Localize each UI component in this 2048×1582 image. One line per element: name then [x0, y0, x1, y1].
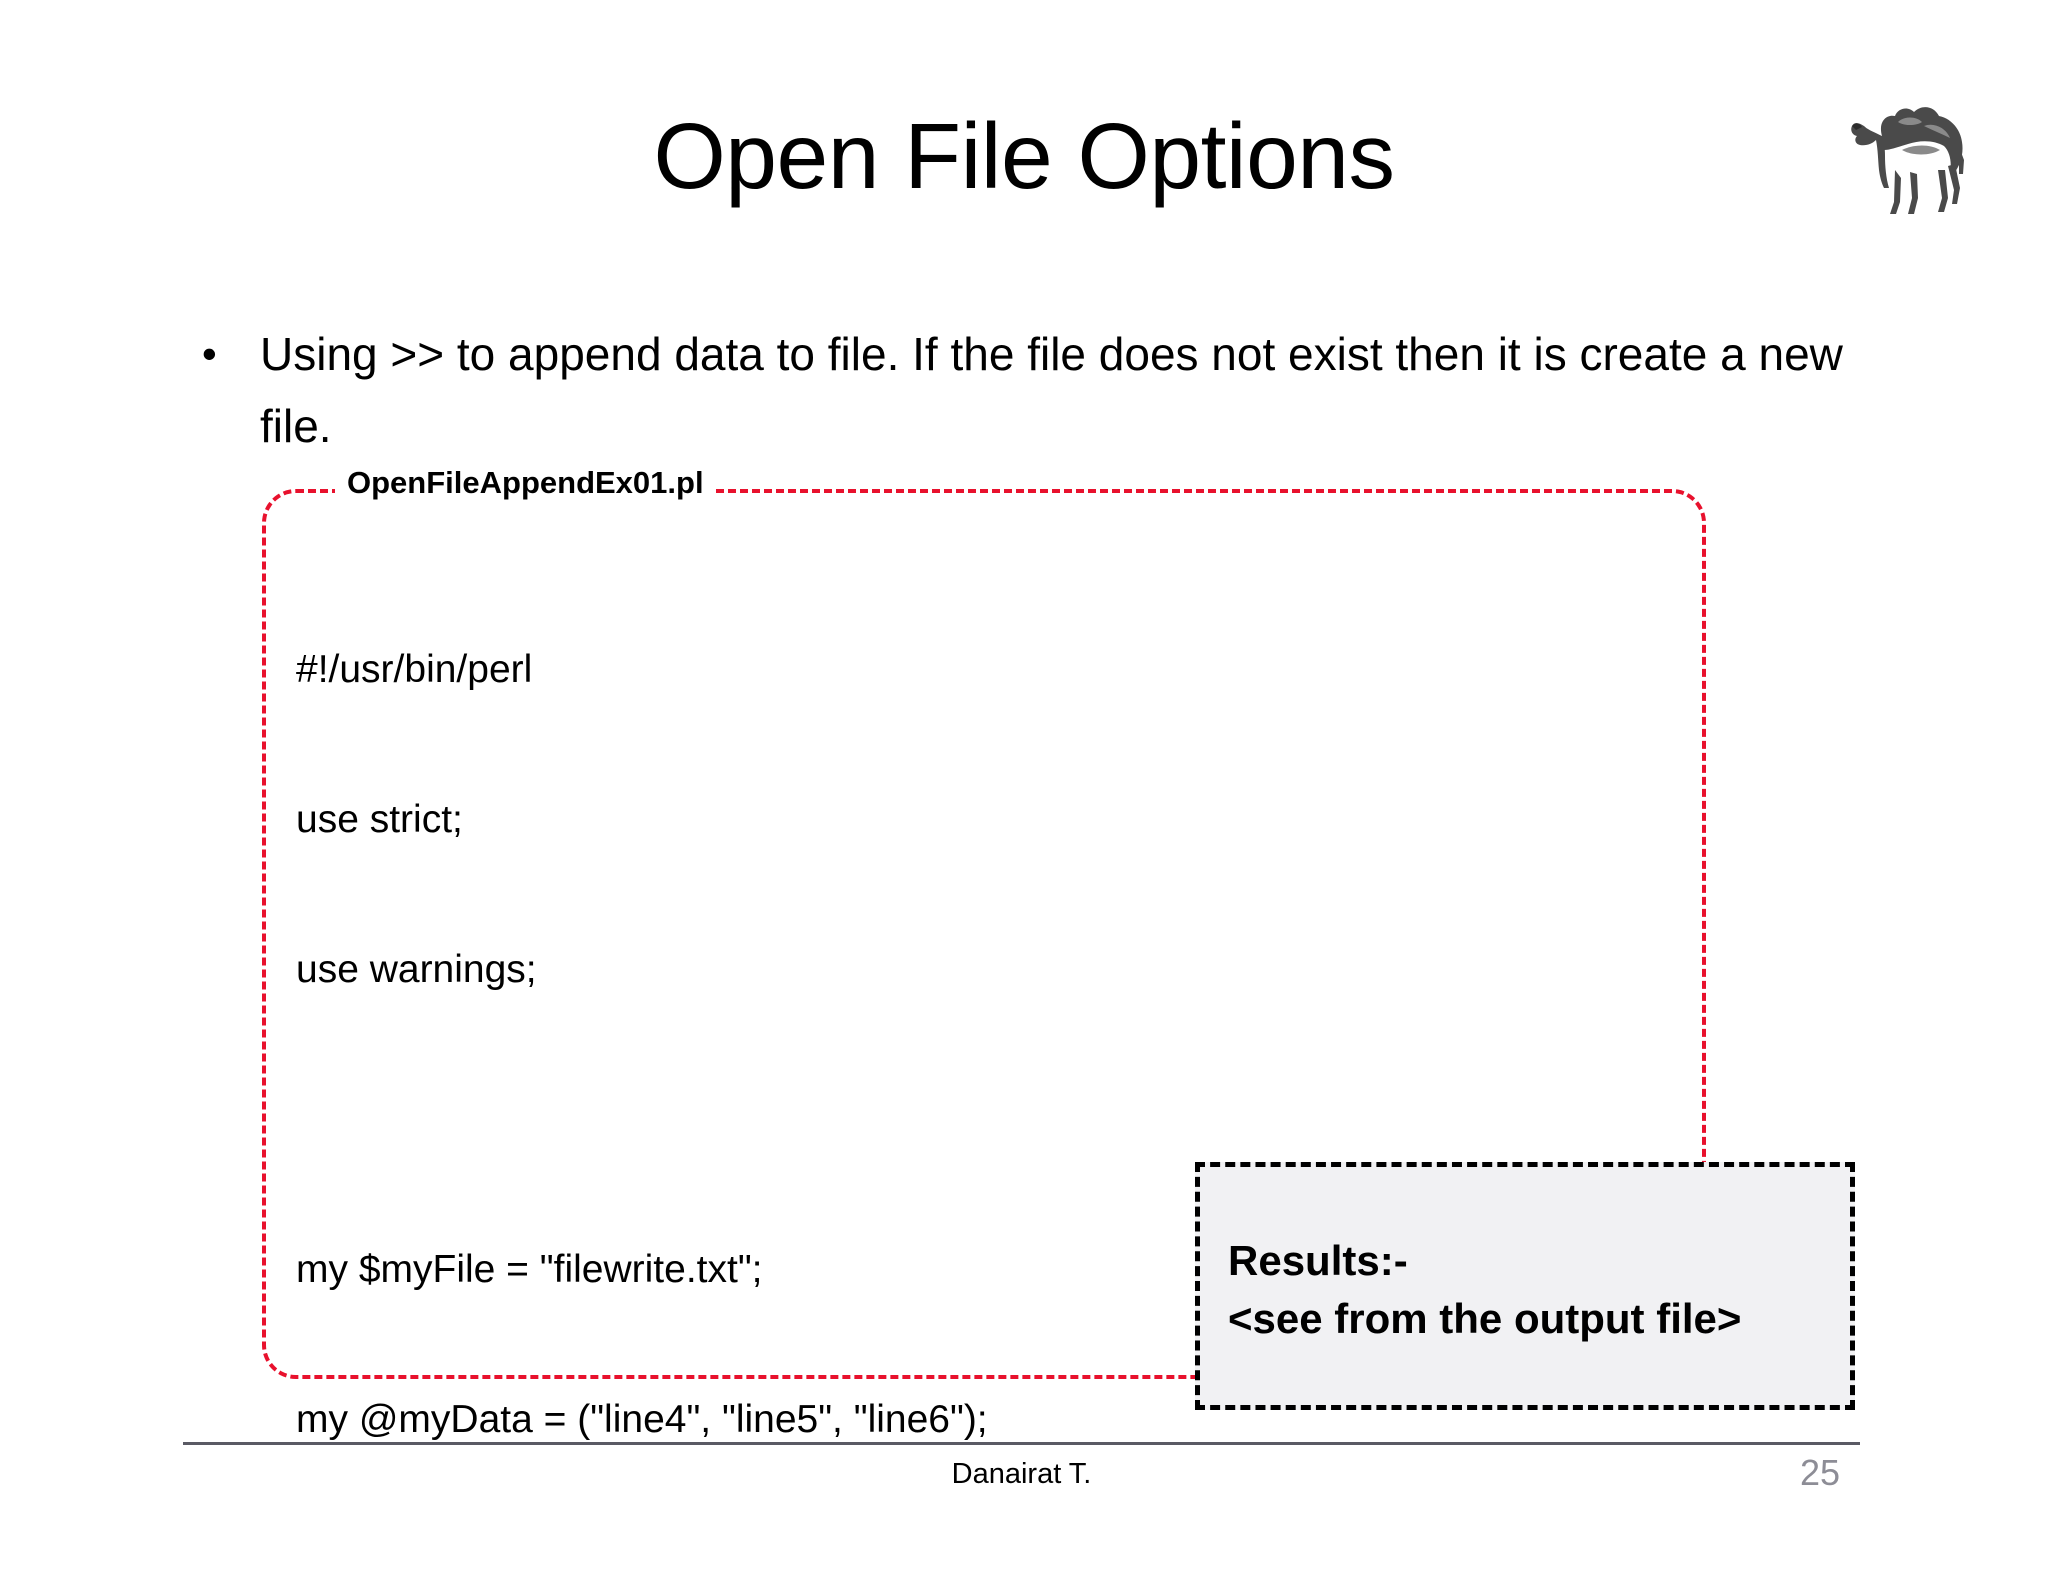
code-line: #!/usr/bin/perl [296, 648, 533, 691]
camel-icon [1838, 78, 1990, 218]
results-value: <see from the output file> [1228, 1295, 1742, 1342]
bullet-marker: • [202, 330, 217, 377]
bullet-text: Using >> to append data to file. If the … [260, 328, 1843, 452]
code-snippet-box [262, 489, 1706, 1379]
code-filename-label: OpenFileAppendEx01.pl [335, 465, 716, 501]
results-callout-box [1195, 1162, 1855, 1410]
footer-author: Danairat T. [951, 1458, 1092, 1490]
results-callout-text: Results:- <see from the output file> [1228, 1232, 1741, 1348]
results-heading: Results:- [1228, 1237, 1408, 1284]
code-line: my $myFile = "filewrite.txt"; [296, 1248, 763, 1291]
code-line: use strict; [296, 798, 463, 841]
code-listing: #!/usr/bin/perl use strict; use warnings… [296, 545, 1796, 1582]
footer-divider [183, 1442, 1860, 1445]
footer-page-number: 25 [1799, 1452, 1841, 1493]
page-title: Open File Options [653, 104, 1395, 208]
code-line [296, 1095, 1796, 1145]
bullet-paragraph: • Using >> to append data to file. If th… [196, 318, 1916, 462]
code-line [296, 1545, 1796, 1582]
code-line: use warnings; [296, 948, 537, 991]
code-line: my @myData = ("line4", "line5", "line6")… [296, 1398, 988, 1441]
